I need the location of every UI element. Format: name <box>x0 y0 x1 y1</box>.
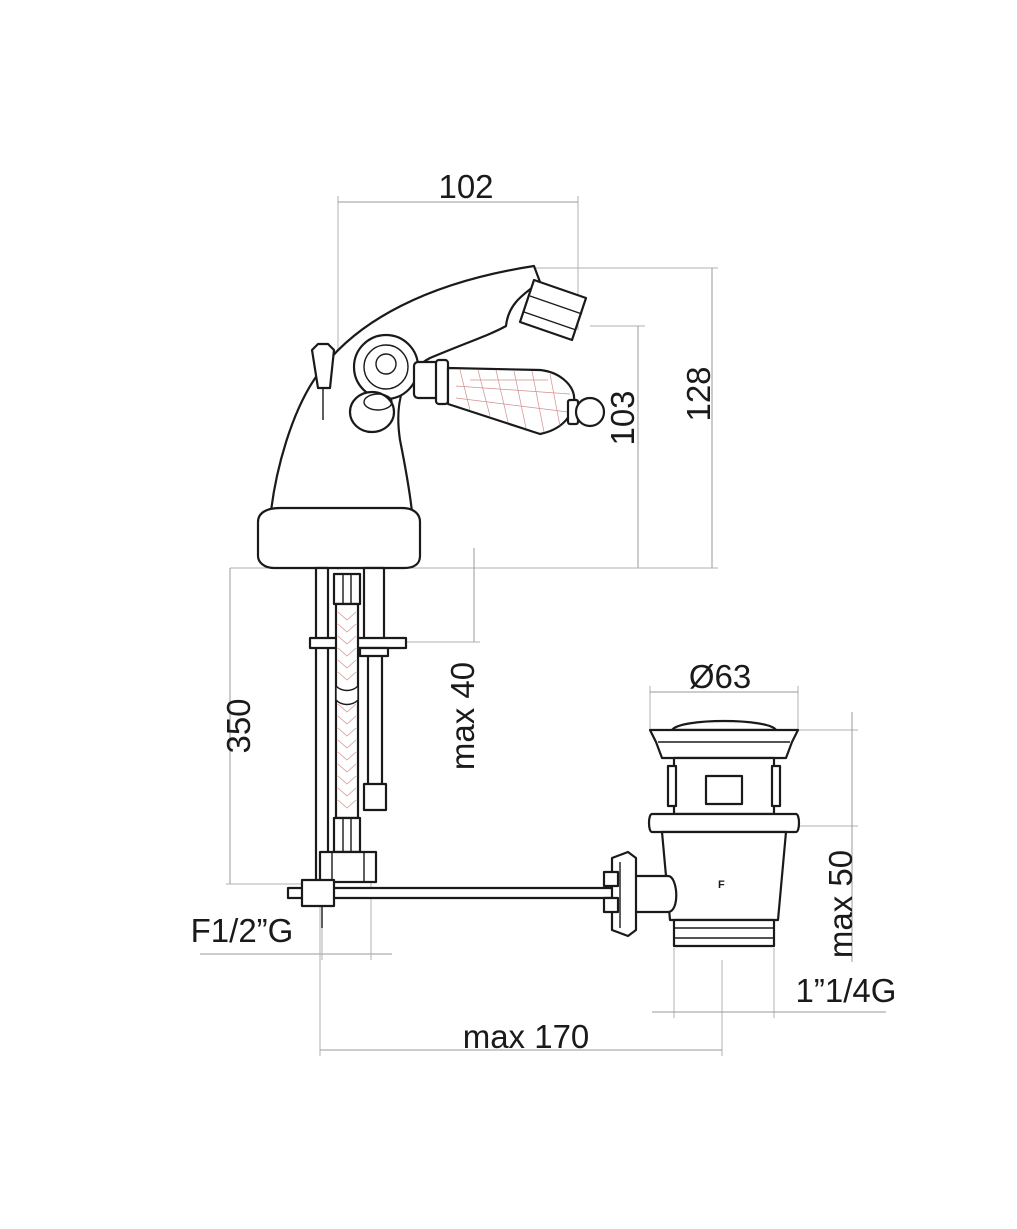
dim-max-pop-up: max 170 <box>463 1018 590 1055</box>
dim-max-deck: max 40 <box>444 662 481 770</box>
dim-total-height: 128 <box>680 366 717 421</box>
dimension-labels: 102 103 128 350 max 40 Ø63 max 50 1”1/4G… <box>191 168 897 1055</box>
dim-overall-width: 102 <box>438 168 493 205</box>
dimension-lines <box>200 196 886 1056</box>
dim-hose-length: 350 <box>220 698 257 753</box>
bidet-mixer <box>256 264 650 928</box>
dim-supply-thread: F1/2”G <box>191 912 294 949</box>
dim-spout-height: 103 <box>604 390 641 445</box>
waste-marking: F <box>718 879 725 891</box>
dim-max-waste: max 50 <box>822 850 859 958</box>
dim-waste-thread: 1”1/4G <box>796 972 897 1009</box>
dim-waste-diameter: Ø63 <box>689 658 751 695</box>
pop-up-waste: F <box>602 719 801 948</box>
